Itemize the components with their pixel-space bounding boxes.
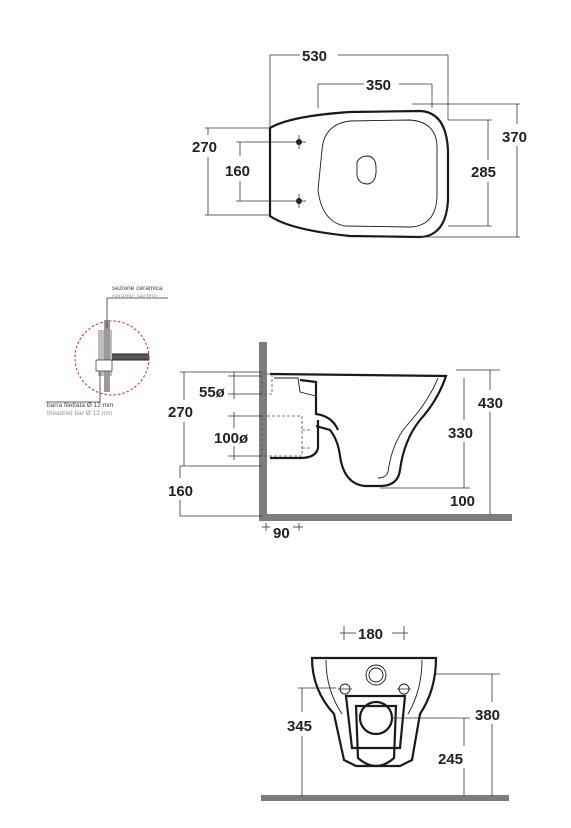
dim-285: 285 [471,164,496,181]
wall [259,342,267,520]
side-view-trap [299,378,340,431]
side-view-bowl-outline [269,372,448,488]
top-view: 530 350 370 285 270 160 [192,48,527,239]
rear-view: 180 345 380 245 [261,626,509,801]
dim-180: 180 [358,626,383,643]
dim-100-diameter: 100ø [214,430,249,447]
side-view-upper-inlet [274,377,317,397]
dim-345: 345 [287,718,312,735]
dim-370: 370 [502,129,527,146]
dim-270-side: 270 [168,404,193,421]
dim-350: 350 [366,77,391,94]
floor [259,514,512,521]
dim-530: 530 [302,48,327,65]
dim-245: 245 [438,751,463,768]
dim-160-side: 160 [168,483,193,500]
dim-55-diameter: 55ø [199,384,226,401]
bar-label-en: theadred bar Ø 12 mm [47,410,112,417]
dim-380: 380 [475,707,500,724]
top-view-inner-rim [317,119,438,228]
side-view: 430 330 100 270 55ø 100ø 160 [168,342,512,542]
dim-100-side: 100 [450,493,475,510]
side-view-outlet [270,420,320,460]
dim-160-top: 160 [225,163,250,180]
section-label-it: sezione ceramica [112,285,163,292]
dim-90: 90 [273,525,290,542]
bar-label-it: barra filettata Ø 12 mm [47,402,113,409]
top-view-bowl-outline [268,109,450,239]
top-view-seat-cutout [356,155,377,185]
section-label-en: ceramic section [112,293,158,300]
rear-floor [261,795,509,801]
dim-430: 430 [478,395,503,412]
ceramic-section-detail: sezione ceramica ceramic section barra f… [46,285,168,417]
dim-330: 330 [448,425,473,442]
dim-270-top: 270 [192,139,217,156]
rear-view-body-outline [310,656,438,768]
rear-inlet [365,664,387,686]
side-view-inner-profile [377,377,439,479]
